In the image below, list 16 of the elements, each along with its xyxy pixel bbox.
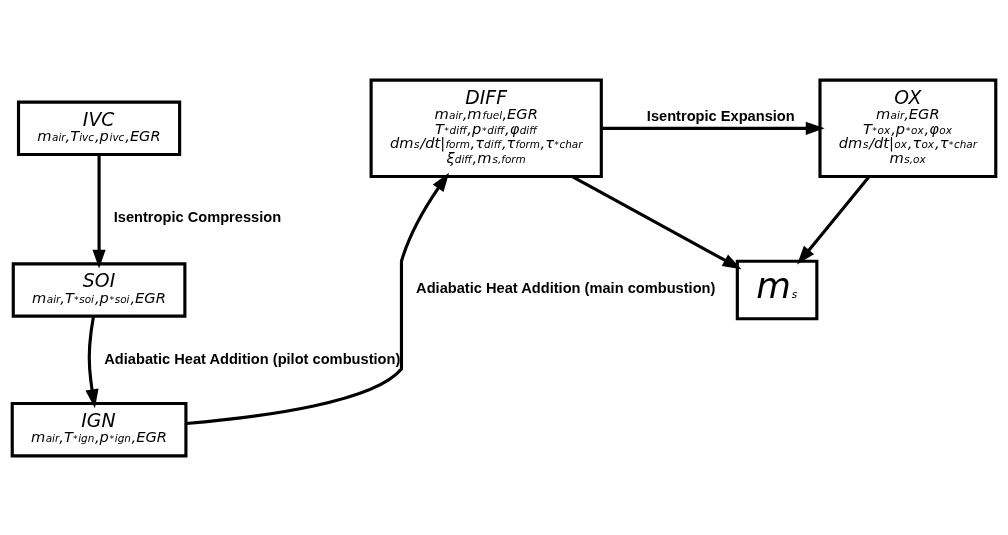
arrow (186, 172, 450, 425)
edge-label: Adiabatic Heat Addition (pilot combustion) (104, 350, 401, 367)
arrow (92, 154, 106, 268)
arrow (85, 315, 99, 408)
edge-label: Isentropic Compression (113, 208, 282, 225)
arrow (797, 175, 871, 265)
edge-label: Adiabatic Heat Addition (main combustion) (416, 279, 716, 296)
node-box: OX mair,EGR T*ox,p*ox,φox dms/dt|ox,τox,τ*char ms,ox (818, 78, 998, 178)
arrow (601, 121, 825, 135)
node-box: SOI mair,T*soi,p*soi,EGR (11, 261, 187, 318)
node-box: IVC mair,Tivc,pivc,EGR (16, 100, 182, 156)
node-box: DIFF mair,mfuel,EGR T*diff,p*diff,φdiff dms/dt|form,τdiff,τform,τ*char ξdiff,ms,form (369, 78, 603, 178)
arrow (571, 174, 742, 269)
edge-label: Isentropic Expansion (646, 107, 795, 124)
node-box: IGN mair,T*ign,p*ign,EGR (10, 401, 188, 457)
node-box: ms (735, 259, 819, 320)
